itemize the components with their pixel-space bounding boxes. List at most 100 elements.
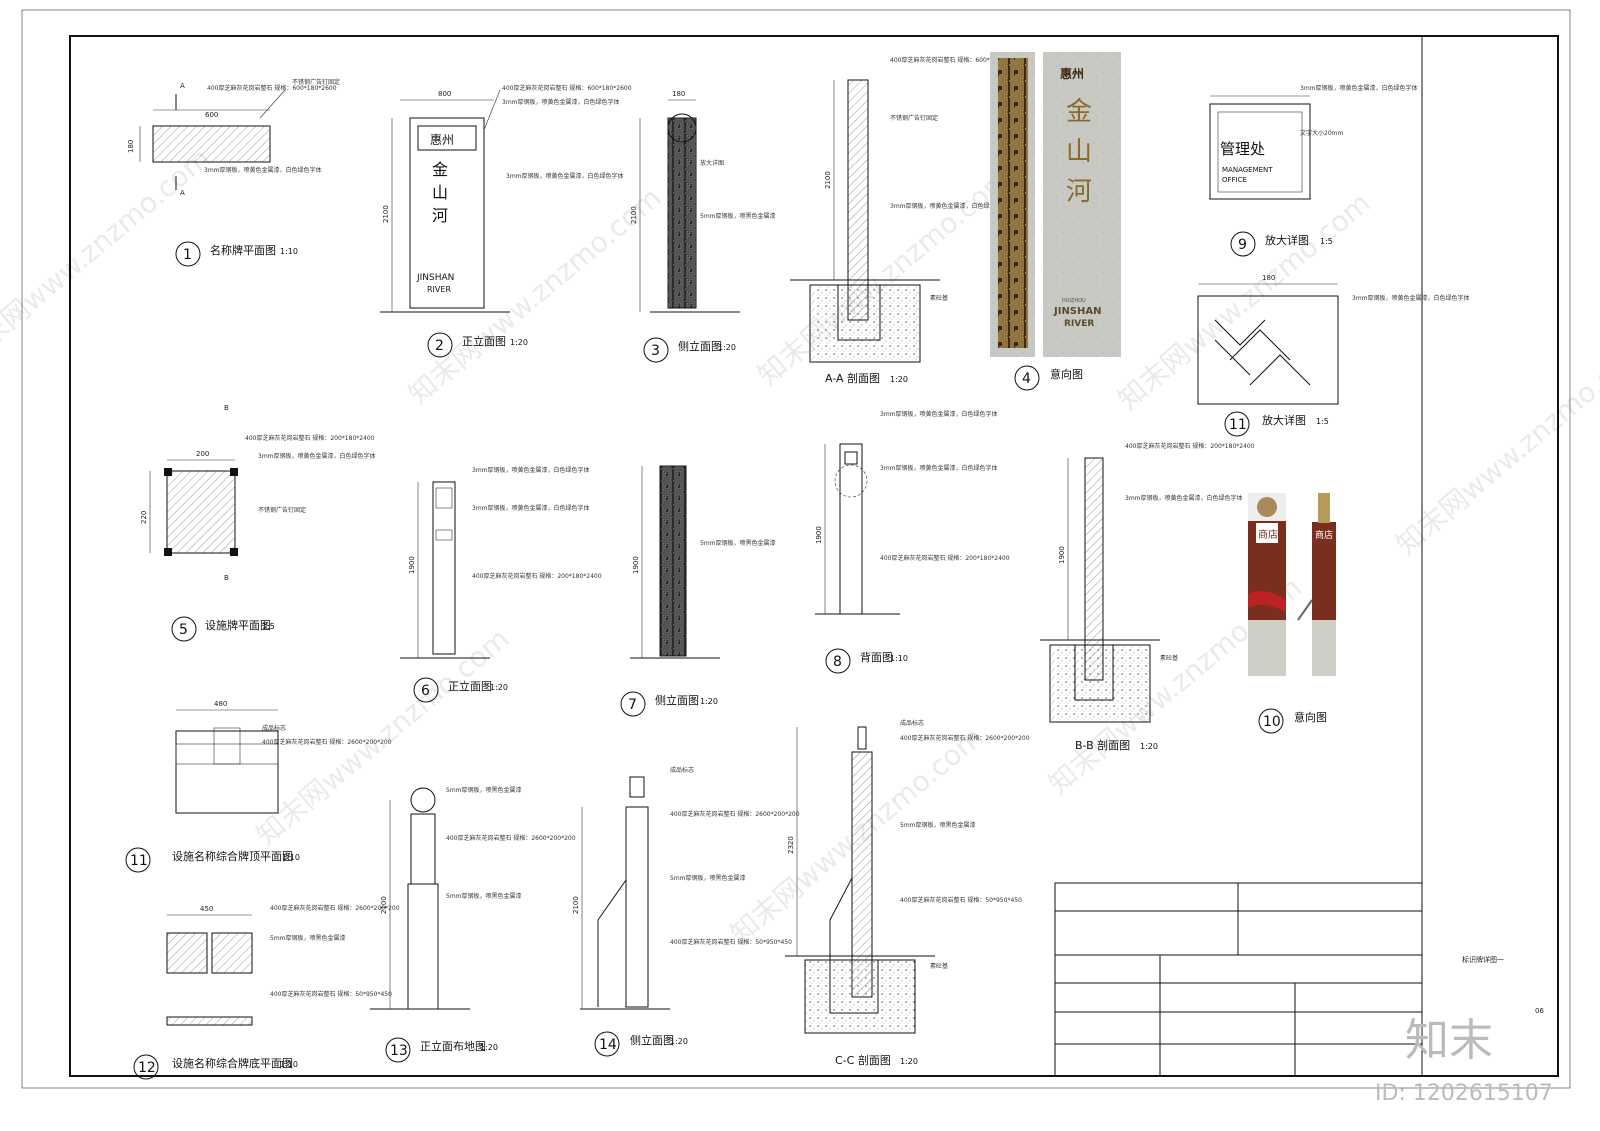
outer-frame — [21, 9, 1571, 1089]
drawing-3-scale: 1:20 — [718, 343, 736, 352]
svg-text:220: 220 — [140, 511, 148, 524]
svg-text:7: 7 — [628, 697, 637, 713]
svg-text:3mm厚钢板，喷黄色金属漆，白色绿色字体: 3mm厚钢板，喷黄色金属漆，白色绿色字体 — [506, 172, 624, 180]
svg-text:200: 200 — [196, 450, 209, 458]
svg-text:400厚芝麻灰花岗岩整石 规格：600*180*2600: 400厚芝麻灰花岗岩整石 规格：600*180*2600 — [890, 56, 1020, 64]
drawing-2-scale: 1:20 — [510, 338, 528, 347]
drawing-2-front-elevation: 惠州 金 山 河 JINSHAN RIVER 800 2100 400厚芝麻灰花… — [380, 84, 632, 358]
title-block: 标识牌详图一 06 — [1054, 882, 1544, 1077]
drawing-11a-title: 放大详图 — [1262, 413, 1306, 427]
svg-text:3mm厚钢板，喷黄色金属漆，白色绿色字体: 3mm厚钢板，喷黄色金属漆，白色绿色字体 — [472, 504, 590, 512]
drawing-5-title: 设施牌平面图 — [205, 618, 271, 632]
drawing-aa-section: 2100 400厚芝麻灰花岗岩整石 规格：600*180*2600 不锈钢广告钉… — [790, 56, 1020, 363]
svg-text:5mm厚钢板，喷黑色金属漆: 5mm厚钢板，喷黑色金属漆 — [700, 539, 776, 547]
svg-text:不锈钢广告钉固定: 不锈钢广告钉固定 — [890, 114, 938, 122]
svg-text:金: 金 — [1066, 97, 1092, 127]
drawing-10-render: 商店 商店 10 — [1248, 493, 1336, 734]
svg-text:5mm厚钢板，喷黑色金属漆: 5mm厚钢板，喷黑色金属漆 — [670, 874, 746, 882]
svg-text:文字大小20mm: 文字大小20mm — [1300, 129, 1343, 137]
drawing-11-fret-detail: 180 3mm厚钢板，喷黄色金属漆，白色绿色字体 11 — [1197, 274, 1470, 437]
svg-text:3mm厚钢板，喷黄色金属漆，白色绿色字体: 3mm厚钢板，喷黄色金属漆，白色绿色字体 — [472, 466, 590, 474]
svg-text:13: 13 — [390, 1043, 408, 1059]
drawing-11b-title: 设施名称综合牌顶平面图 — [172, 849, 293, 863]
svg-text:3mm厚钢板，喷黄色金属漆，白色绿色字体: 3mm厚钢板，喷黄色金属漆，白色绿色字体 — [1352, 294, 1470, 302]
drawing-6-scale: 1:20 — [490, 683, 508, 692]
svg-text:RIVER: RIVER — [427, 285, 451, 294]
svg-text:素砼基: 素砼基 — [930, 962, 948, 970]
svg-text:2: 2 — [435, 338, 444, 354]
drawing-11b-scale: 1:10 — [282, 853, 300, 862]
drawing-4-render: 惠州 金 山 河 HUIZHOU JINSHAN RIVER 4 — [990, 52, 1121, 391]
drawing-aa-scale: 1:20 — [890, 375, 908, 384]
drawing-aa-title: A-A 剖面图 — [825, 371, 880, 385]
svg-text:山: 山 — [1066, 137, 1092, 167]
svg-text:3mm厚钢板，喷黄色金属漆，白色绿色字体: 3mm厚钢板，喷黄色金属漆，白色绿色字体 — [258, 452, 376, 460]
svg-text:6: 6 — [421, 683, 430, 699]
drawing-bb-section: 1900 400厚芝麻灰花岗岩整石 规格：200*180*2400 3mm厚钢板… — [1040, 442, 1255, 723]
svg-text:400厚芝麻灰花岗岩整石 规格：2600*200*200: 400厚芝麻灰花岗岩整石 规格：2600*200*200 — [670, 810, 800, 818]
drawing-1-title: 名称牌平面图 — [210, 243, 276, 257]
svg-text:B: B — [224, 404, 229, 412]
svg-text:400厚芝麻灰花岗岩整石 规格：200*180*2400: 400厚芝麻灰花岗岩整石 规格：200*180*2400 — [1125, 442, 1255, 450]
svg-text:成品标志: 成品标志 — [900, 719, 924, 727]
svg-text:400厚芝麻灰花岗岩整石 规格：2600*200*200: 400厚芝麻灰花岗岩整石 规格：2600*200*200 — [270, 904, 400, 912]
drawing-cc-title: C-C 剖面图 — [835, 1053, 891, 1067]
drawing-5-scale: 1:5 — [262, 622, 275, 631]
drawing-9-scale: 1:5 — [1320, 237, 1333, 246]
svg-text:3mm厚钢板，喷黄色金属漆，白色绿色字体: 3mm厚钢板，喷黄色金属漆，白色绿色字体 — [880, 410, 998, 418]
svg-text:成品标志: 成品标志 — [262, 724, 286, 732]
drawing-bb-title: B-B 剖面图 — [1075, 738, 1130, 752]
svg-text:不锈钢广告钉固定: 不锈钢广告钉固定 — [258, 506, 306, 514]
svg-text:600: 600 — [205, 111, 218, 119]
svg-text:RIVER: RIVER — [1064, 319, 1094, 329]
svg-text:14: 14 — [599, 1037, 617, 1053]
svg-text:河: 河 — [432, 206, 448, 225]
drawing-13-scale: 1:20 — [480, 1043, 498, 1052]
svg-text:A: A — [180, 189, 185, 197]
inner-frame — [69, 35, 1559, 1077]
drawing-13-title: 正立面布地图 — [420, 1039, 486, 1053]
drawing-3-side-elevation: 180 2100 放大详图 5mm厚钢板，喷黑色金属漆 3 — [630, 90, 776, 363]
svg-text:3mm厚钢板，喷黄色金属漆，白色绿色字体: 3mm厚钢板，喷黄色金属漆，白色绿色字体 — [1300, 84, 1418, 92]
svg-text:4: 4 — [1022, 371, 1031, 387]
svg-text:180: 180 — [127, 140, 135, 153]
svg-text:知末网www.znzmo.com: 知末网www.znzmo.com — [1111, 186, 1376, 416]
drawing-12-base-plan: 450 400厚芝麻灰花岗岩整石 规格：2600*200*200 5mm厚钢板，… — [133, 904, 400, 1080]
svg-text:180: 180 — [672, 90, 685, 98]
svg-text:放大详图: 放大详图 — [700, 159, 724, 167]
svg-text:10: 10 — [1263, 714, 1281, 730]
svg-text:1: 1 — [183, 247, 192, 263]
svg-text:山: 山 — [432, 183, 448, 202]
svg-text:1900: 1900 — [815, 526, 823, 544]
svg-text:1900: 1900 — [632, 556, 640, 574]
svg-text:400厚芝麻灰花岗岩整石 规格：600*180*2600: 400厚芝麻灰花岗岩整石 规格：600*180*2600 — [207, 84, 337, 92]
drawing-9-title: 放大详图 — [1265, 233, 1309, 247]
svg-text:OFFICE: OFFICE — [1222, 176, 1247, 184]
svg-text:2100: 2100 — [630, 206, 638, 224]
svg-text:河: 河 — [1066, 177, 1092, 207]
svg-text:A: A — [180, 82, 185, 90]
svg-text:3mm厚钢板，喷黄色金属漆，白色绿色字体: 3mm厚钢板，喷黄色金属漆，白色绿色字体 — [502, 98, 620, 106]
drawing-8-scale: 1:10 — [890, 654, 908, 663]
drawing-3-title: 侧立面图 — [678, 339, 722, 353]
svg-text:3mm厚钢板，喷黄色金属漆，白色绿色字体: 3mm厚钢板，喷黄色金属漆，白色绿色字体 — [204, 166, 322, 174]
svg-text:800: 800 — [438, 90, 451, 98]
svg-text:不锈钢广告钉固定: 不锈钢广告钉固定 — [292, 78, 340, 86]
svg-text:5mm厚钢板，喷黑色金属漆: 5mm厚钢板，喷黑色金属漆 — [446, 892, 522, 900]
svg-text:2100: 2100 — [824, 171, 832, 189]
drawing-5-plan: 200 220 B B 400厚芝麻灰花岗岩整石 规格：200*180*2400… — [140, 404, 376, 642]
drawing-cc-section: 2320 成品标志 400厚芝麻灰花岗岩整石 规格：2600*200*200 5… — [785, 719, 1030, 1034]
svg-text:5mm厚钢板，喷黑色金属漆: 5mm厚钢板，喷黑色金属漆 — [700, 212, 776, 220]
svg-text:400厚芝麻灰花岗岩整石 规格：600*180*2600: 400厚芝麻灰花岗岩整石 规格：600*180*2600 — [502, 84, 632, 92]
svg-text:知末网www.znzmo.com: 知末网www.znzmo.com — [250, 622, 515, 852]
svg-text:400厚芝麻灰花岗岩整石 规格：200*180*2400: 400厚芝麻灰花岗岩整石 规格：200*180*2400 — [880, 554, 1010, 562]
svg-text:2320: 2320 — [787, 836, 795, 854]
svg-text:180: 180 — [1262, 274, 1275, 282]
svg-text:11: 11 — [1229, 417, 1247, 433]
brand-logo: 知末 — [1405, 1015, 1493, 1066]
svg-text:惠州: 惠州 — [430, 133, 454, 147]
drawing-1-plan: 600 180 A A 不锈钢广告钉固定 400厚芝麻灰花岗岩整石 规格：600… — [127, 78, 340, 267]
svg-text:3mm厚钢板，喷黄色金属漆，白色绿色字体: 3mm厚钢板，喷黄色金属漆，白色绿色字体 — [890, 202, 1008, 210]
drawing-12-title: 设施名称综合牌底平面图 — [172, 1056, 293, 1070]
